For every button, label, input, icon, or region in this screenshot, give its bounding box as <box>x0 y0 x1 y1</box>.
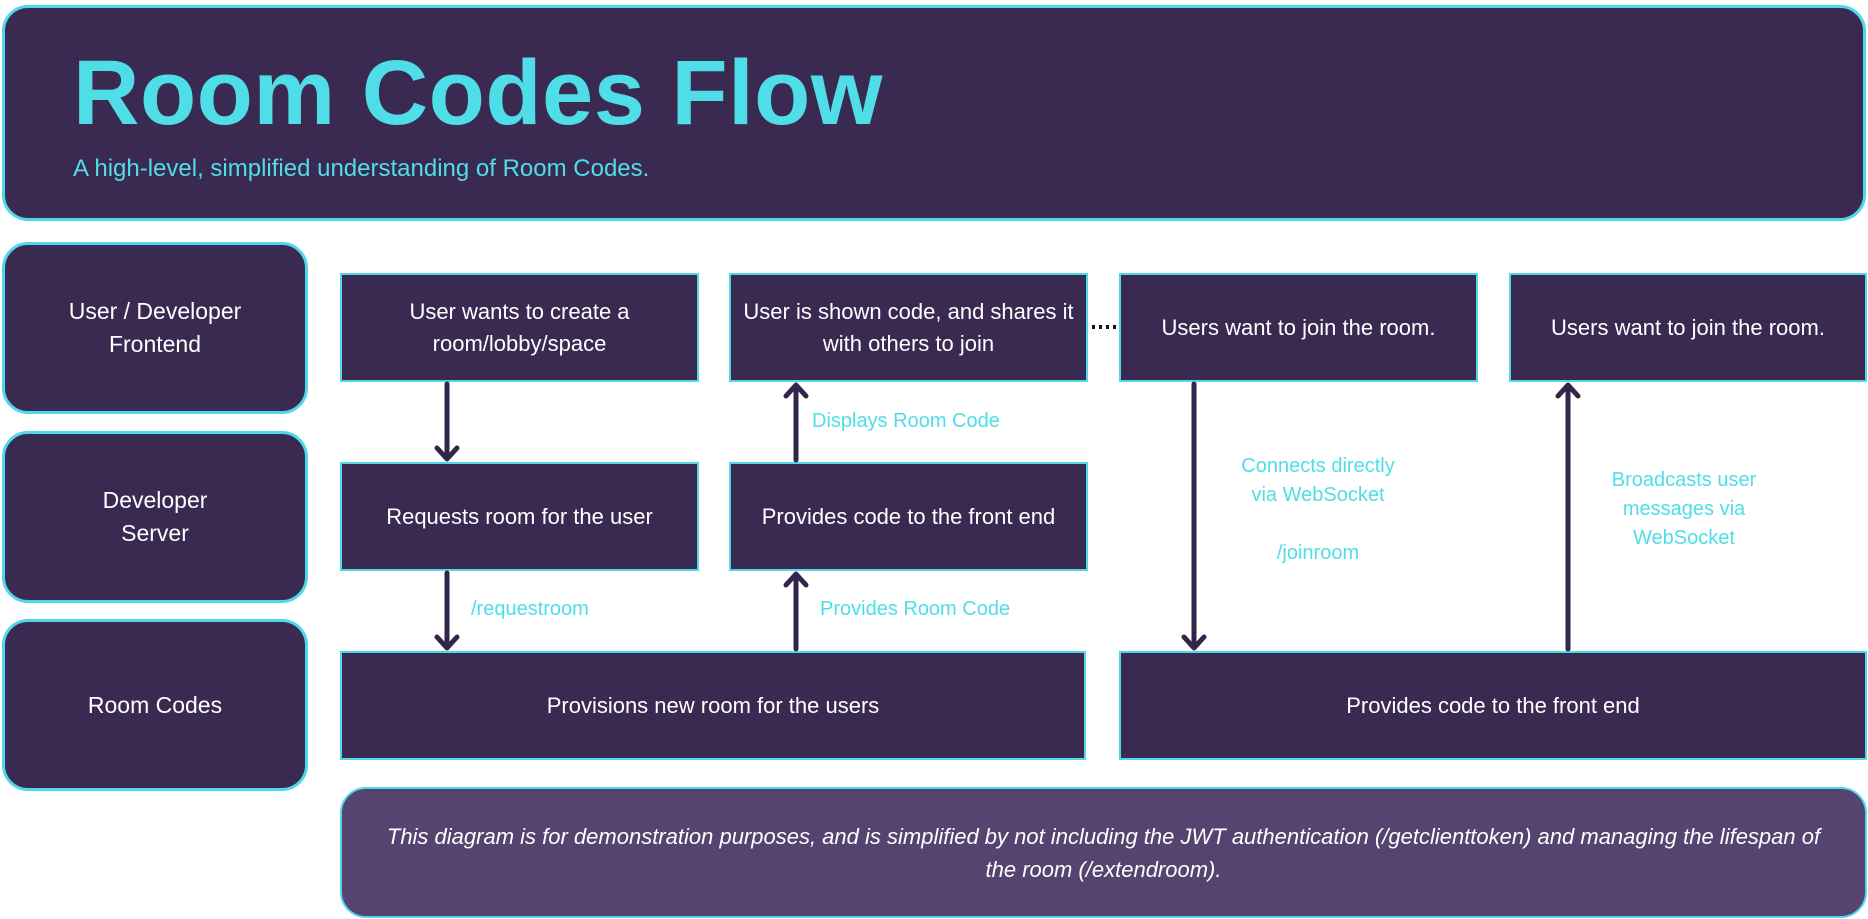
lane-developer-server: Developer Server <box>2 431 308 603</box>
arrowhead-server-to-shown <box>783 382 809 399</box>
label-connects-directly: Connects directly via WebSocket /joinroo… <box>1241 455 1395 564</box>
label-displays-room-code: Displays Room Code <box>812 410 1000 432</box>
arrowhead-provision-to-server <box>783 571 809 588</box>
lane-frontend: User / Developer Frontend <box>2 242 308 414</box>
header-panel: Room Codes Flow A high-level, simplified… <box>2 5 1866 221</box>
box-users-join-room-2: Users want to join the room. <box>1509 273 1867 382</box>
box-provisions-room: Provisions new room for the users <box>340 651 1086 760</box>
arrowhead-join-to-roomcodes <box>1181 634 1207 651</box>
footnote-panel: This diagram is for demonstration purpos… <box>340 787 1867 918</box>
lane-room-codes: Room Codes <box>2 619 308 791</box>
arrowhead-request-to-provision <box>434 634 460 651</box>
arrowhead-roomcodes-to-join <box>1555 382 1581 399</box>
label-requestroom: /requestroom <box>471 598 589 620</box>
box-users-join-room-1: Users want to join the room. <box>1119 273 1478 382</box>
label-broadcasts: Broadcasts user messages via WebSocket <box>1611 469 1757 549</box>
label-provides-room-code: Provides Room Code <box>820 598 1011 620</box>
arrowhead-create-to-request <box>434 445 460 462</box>
box-provides-code-roomcodes: Provides code to the front end <box>1119 651 1867 760</box>
box-user-create-room: User wants to create a room/lobby/space <box>340 273 699 382</box>
page-title: Room Codes Flow <box>73 42 883 144</box>
box-user-shown-code: User is shown code, and shares it with o… <box>729 273 1088 382</box>
box-requests-room: Requests room for the user <box>340 462 699 571</box>
page-subtitle: A high-level, simplified understanding o… <box>73 155 650 182</box>
box-provides-code-server: Provides code to the front end <box>729 462 1088 571</box>
